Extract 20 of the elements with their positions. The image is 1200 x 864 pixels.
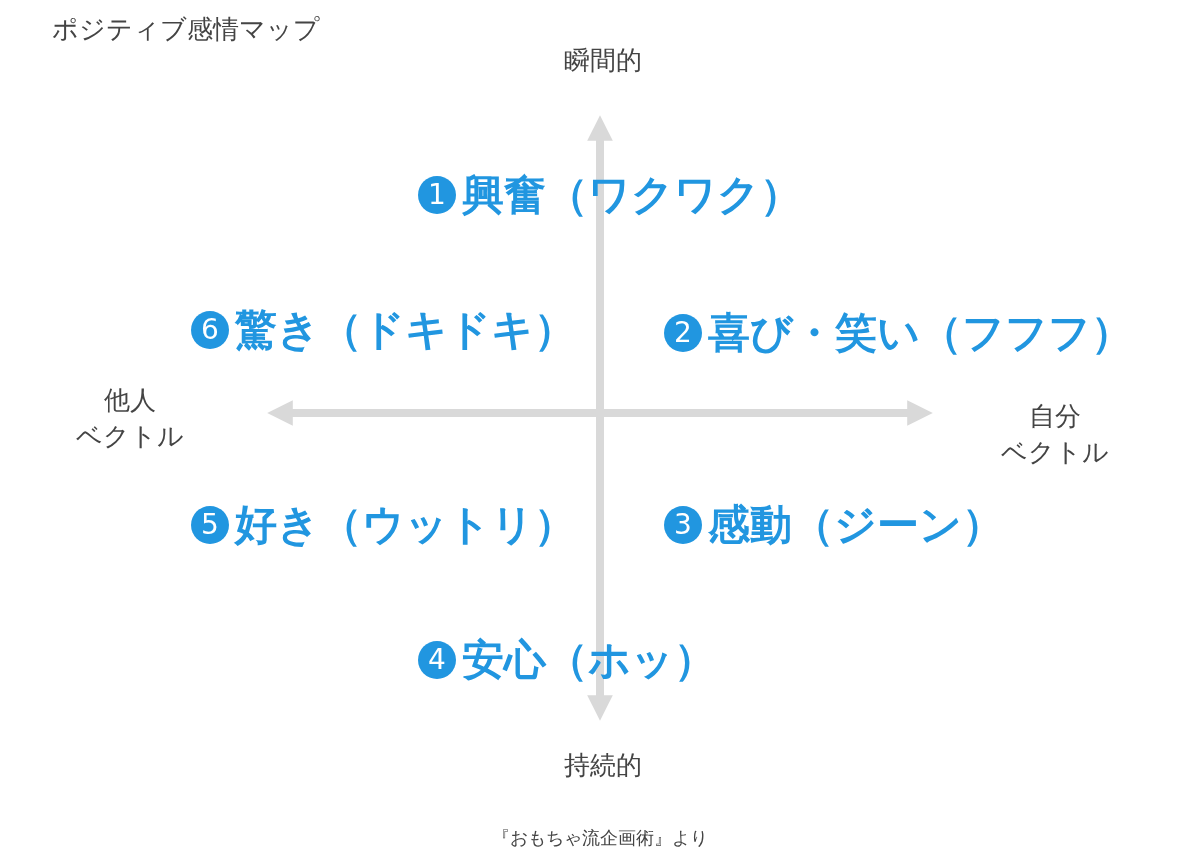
axis-label: ベクトル <box>76 419 184 453</box>
callout-number: 4 <box>418 641 456 679</box>
emotion-label: 好き（ウットリ） <box>235 499 576 551</box>
callout-number: 6 <box>191 311 229 349</box>
callout-number: 3 <box>664 506 702 544</box>
axis-label: 持続的 <box>564 748 642 782</box>
emotion-label: 驚き（ドキドキ） <box>235 304 576 356</box>
callout-number: 2 <box>664 314 702 352</box>
callout-number: 5 <box>191 506 229 544</box>
axis-label: 自分 <box>1029 399 1081 433</box>
emotion-label: 興奮（ワクワク） <box>462 169 802 221</box>
emotion-label: 感動（ジーン） <box>708 499 1004 551</box>
emotion-label: 安心（ホッ） <box>462 634 716 686</box>
axis-label: ベクトル <box>1001 435 1109 469</box>
source-caption: 『おもちゃ流企画術』より <box>492 826 708 850</box>
diagram-title: ポジティブ感情マップ <box>52 13 320 46</box>
axis-label: 瞬間的 <box>564 43 642 77</box>
emotion-label: 喜び・笑い（フフフ） <box>708 307 1133 359</box>
callout-number: 1 <box>418 176 456 214</box>
axis-label: 他人 <box>104 383 156 417</box>
